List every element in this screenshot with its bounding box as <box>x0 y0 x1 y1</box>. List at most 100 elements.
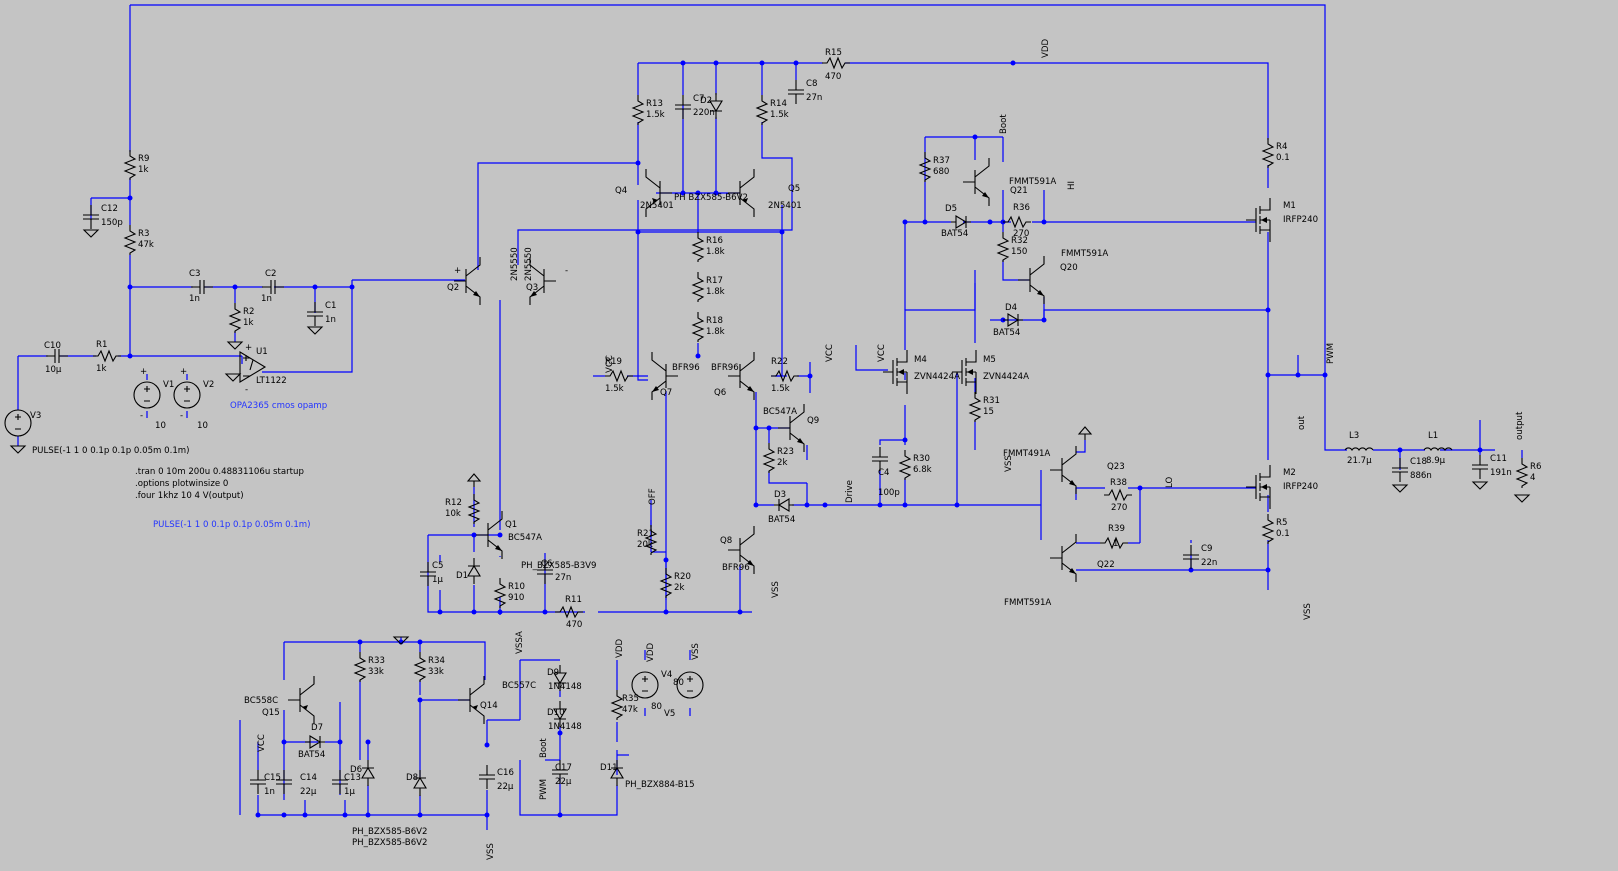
r13-value: 1.5k <box>646 110 665 120</box>
q4-value: 2N5401 <box>640 201 674 211</box>
u1-supply-minus: - <box>245 385 248 395</box>
c3-ref: C3 <box>189 269 200 279</box>
c6-ref: C6 <box>541 559 552 569</box>
c2-value: 1n <box>261 294 272 304</box>
r35-ref: R35 <box>622 694 639 704</box>
r17-ref: R17 <box>706 276 723 286</box>
r15-value: 470 <box>825 72 841 82</box>
q2-ref: Q2 <box>447 283 459 293</box>
r11-value: 470 <box>566 620 582 630</box>
d3-value: BAT54 <box>768 515 795 525</box>
u1-ref: U1 <box>256 347 268 357</box>
d9-value: 1N4148 <box>548 682 582 692</box>
q14-ref: Q14 <box>480 701 498 711</box>
r6-value: 4 <box>1530 473 1535 483</box>
q9-ref: Q9 <box>807 416 819 426</box>
wires <box>17 4 1523 830</box>
d10-value: 1N4148 <box>548 722 582 732</box>
c15-ref: C15 <box>264 773 281 783</box>
net-vcc1: VCC <box>605 355 615 373</box>
r16-ref: R16 <box>706 236 723 246</box>
q9-value: BC547A <box>763 407 797 417</box>
r18-ref: R18 <box>706 316 723 326</box>
labels: ++--PULSE(-1 1 0 0.1p 0.1p 0.05m 0.1m)OP… <box>32 39 1525 860</box>
r32-ref: R32 <box>1011 236 1028 246</box>
c7-ref: C7 <box>693 94 704 104</box>
q5-value: 2N5401 <box>768 201 802 211</box>
r36-value: 270 <box>1013 229 1029 239</box>
c13-value: 1µ <box>344 787 355 797</box>
v1-minus: - <box>140 411 143 421</box>
q7-ref: Q7 <box>660 388 672 398</box>
q2-value: 2N5550 <box>510 247 520 281</box>
net-pwm2: PWM <box>539 779 549 800</box>
d9-ref: D9 <box>547 668 559 678</box>
m2-value: IRFP240 <box>1283 482 1318 492</box>
c14-value: 22µ <box>300 787 317 797</box>
r35-value: 47k <box>622 705 638 715</box>
r4-value: 0.1 <box>1276 153 1290 163</box>
net-output: output <box>1515 411 1525 440</box>
l3-value: 21.7µ <box>1347 456 1372 466</box>
c8-value: 27n <box>806 93 822 103</box>
l1-ref: L1 <box>1428 431 1438 441</box>
c11-ref: C11 <box>1490 454 1507 464</box>
r39-value: 1 <box>1113 539 1118 549</box>
d6-ref: D6 <box>350 765 362 775</box>
r19-ref: R19 <box>605 357 622 367</box>
q15-ref: Q15 <box>262 708 280 718</box>
net-vdd2: VDD <box>615 639 625 658</box>
c16-value: 22µ <box>497 782 514 792</box>
net-lo: LO <box>1165 477 1175 488</box>
r34-ref: R34 <box>428 656 445 666</box>
r18-value: 1.8k <box>706 327 725 337</box>
net-out: out <box>1297 415 1307 430</box>
m4-ref: M4 <box>914 355 927 365</box>
r16-value: 1.8k <box>706 247 725 257</box>
q2-transistor: Q2 2N5550 <box>447 247 520 305</box>
r12-ref: R12 <box>445 498 462 508</box>
pulse-note: PULSE(-1 1 0 0.1p 0.1p 0.05m 0.1m) <box>153 520 311 530</box>
v5-value: 80 <box>673 678 684 688</box>
v2-ref: V2 <box>203 380 214 390</box>
c6-value: 27n <box>555 573 571 583</box>
net-vcc4: VCC <box>257 734 267 752</box>
l1-inductor: L1 8.9µ <box>1423 431 1453 466</box>
r38-value: 270 <box>1111 503 1127 513</box>
r32-value: 150 <box>1011 247 1027 257</box>
l1-value: 8.9µ <box>1426 456 1446 466</box>
c3-value: 1n <box>189 294 200 304</box>
c17-value: 22µ <box>555 777 572 787</box>
r2-ref: R2 <box>243 307 254 317</box>
d7-value: BAT54 <box>298 750 325 760</box>
c18-ref: C18 <box>1410 457 1427 467</box>
d5-value: BAT54 <box>941 229 968 239</box>
net-vdd3: VDD <box>646 643 656 662</box>
c1-value: 1n <box>325 315 336 325</box>
